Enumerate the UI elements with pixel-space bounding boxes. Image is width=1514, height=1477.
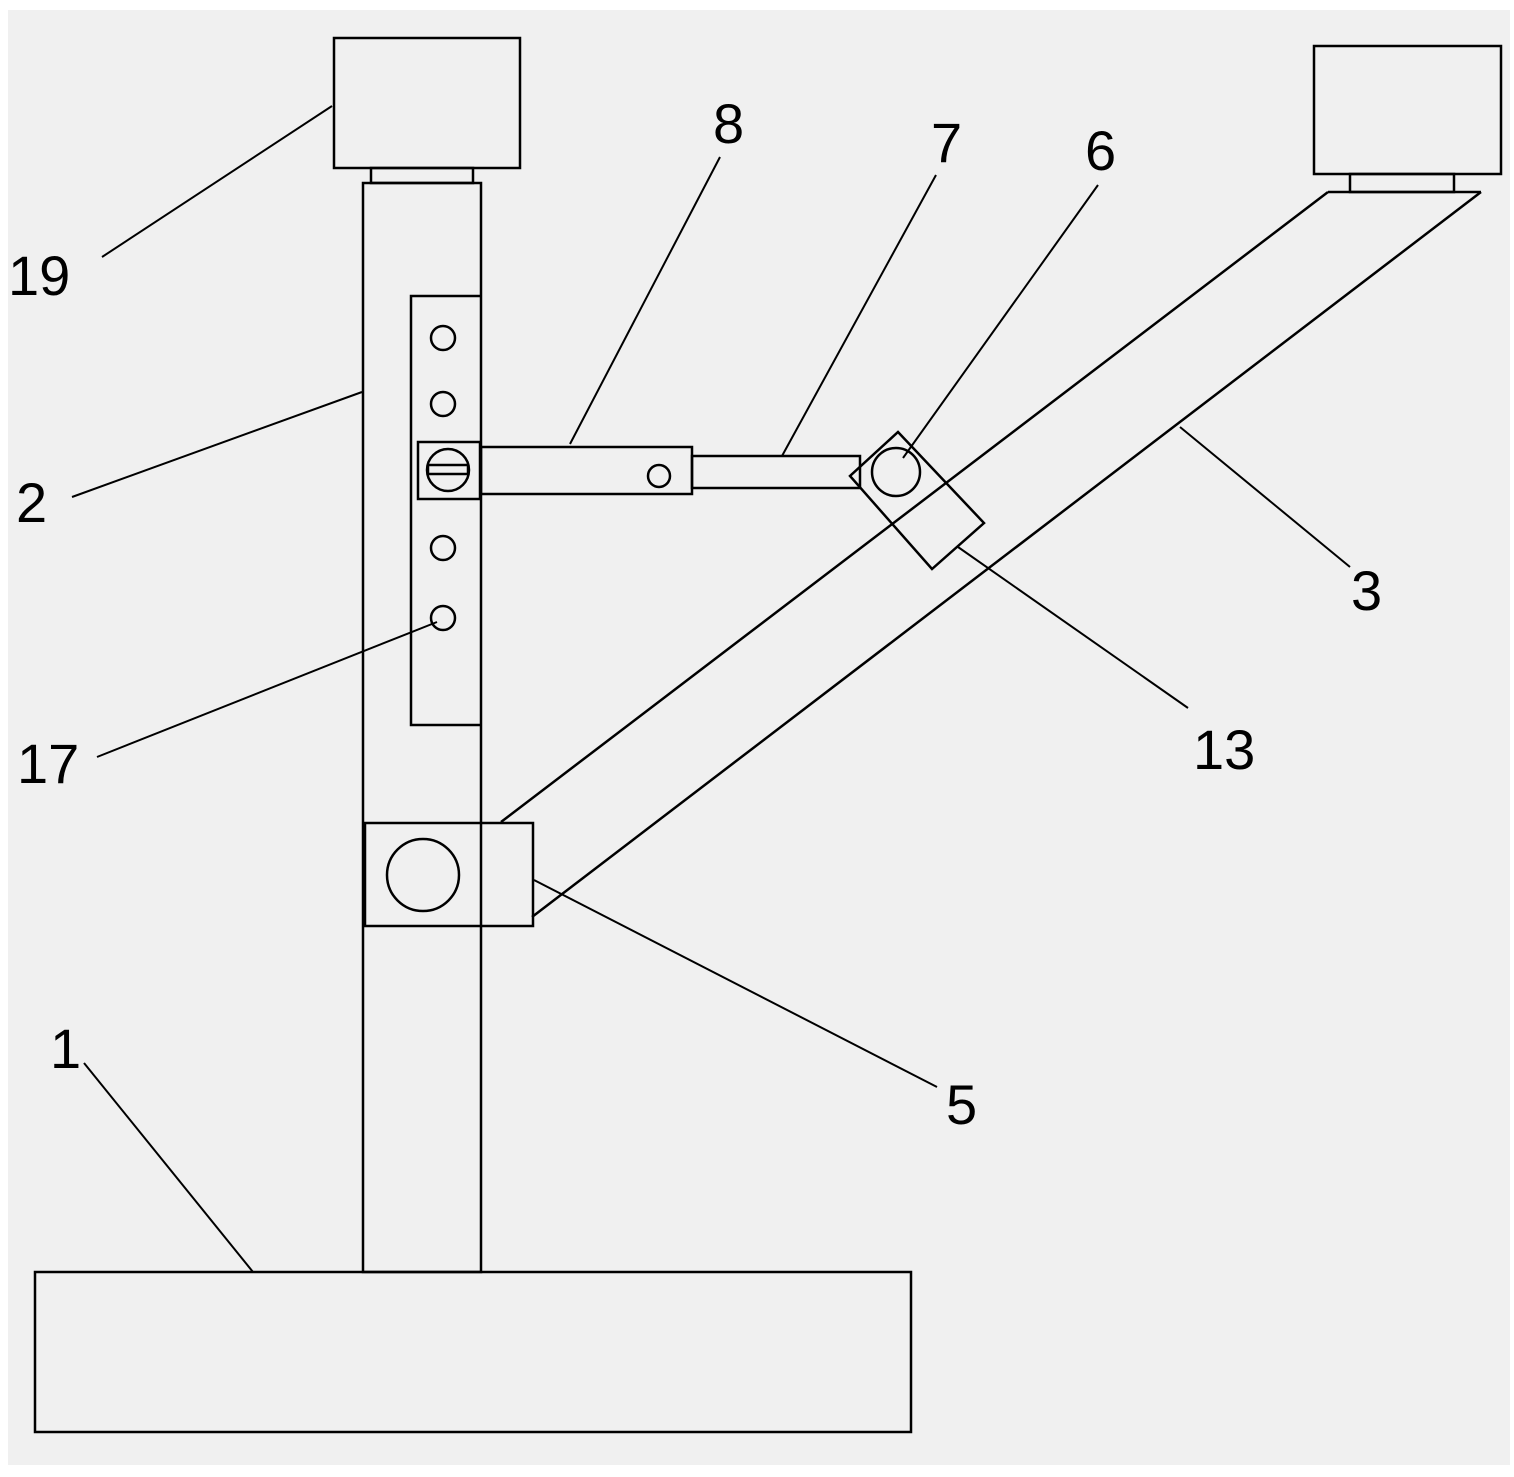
leader-8 <box>569 156 721 445</box>
hinge-pin <box>385 837 461 913</box>
beam-end-box <box>1312 44 1503 176</box>
column-top-box <box>332 36 522 170</box>
inclined-beam-upper-edge <box>500 191 1329 823</box>
inner-arm-rod <box>690 454 862 490</box>
label-19: 19 <box>8 244 70 307</box>
leader-1 <box>83 1062 254 1273</box>
beam-slide-block <box>848 430 986 571</box>
label-8: 8 <box>713 92 744 155</box>
inclined-beam-lower-edge <box>531 191 1482 918</box>
drawing-background <box>8 10 1510 1465</box>
label-13: 13 <box>1193 718 1255 781</box>
leader-6 <box>902 184 1099 459</box>
hole-plate <box>409 294 481 727</box>
label-1: 1 <box>50 1017 81 1080</box>
label-7: 7 <box>931 111 962 174</box>
plate-hole-4 <box>429 604 457 632</box>
pivot-pin <box>870 446 922 498</box>
label-5: 5 <box>946 1073 977 1136</box>
hinge-block <box>363 821 535 928</box>
arm-lock-slot <box>426 463 470 476</box>
leader-2 <box>71 391 363 498</box>
label-6: 6 <box>1085 119 1116 182</box>
label-2: 2 <box>16 471 47 534</box>
arm-tube-hole <box>646 463 672 489</box>
label-3: 3 <box>1351 559 1382 622</box>
leader-17 <box>96 621 438 758</box>
leader-3 <box>1179 426 1351 568</box>
leader-7 <box>781 174 937 457</box>
leader-19 <box>101 105 333 258</box>
plate-hole-2 <box>429 390 457 418</box>
leader-5 <box>533 879 938 1088</box>
label-17: 17 <box>17 732 79 795</box>
leader-13 <box>957 546 1189 709</box>
plate-hole-1 <box>429 324 457 352</box>
plate-hole-3 <box>429 534 457 562</box>
